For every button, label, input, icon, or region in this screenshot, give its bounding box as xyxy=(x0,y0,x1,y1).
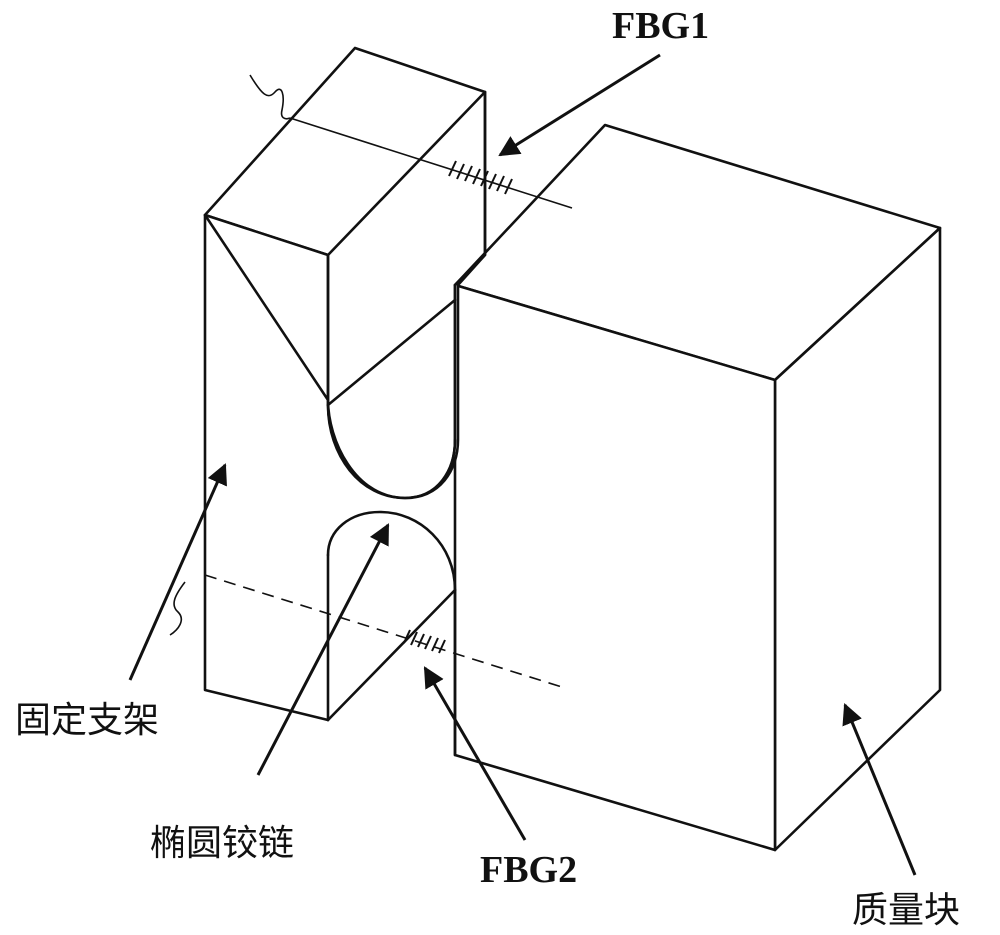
fiber2-lead xyxy=(170,582,185,635)
fixed-bracket-arrow xyxy=(130,465,225,680)
bracket-top-face xyxy=(205,48,485,255)
mass-block-label: 质量块 xyxy=(852,890,960,931)
fbg1-grating xyxy=(449,161,512,194)
fbg2-label: FBG2 xyxy=(480,849,577,891)
upper-notch-edge xyxy=(328,300,455,405)
upper-hinge-curve xyxy=(328,405,455,498)
fbg2-grating xyxy=(404,630,445,653)
lower-notch-edge xyxy=(328,590,455,720)
fbg1-label: FBG1 xyxy=(612,5,709,47)
fixed-bracket-label: 固定支架 xyxy=(15,700,159,741)
elliptical-hinge-label: 椭圆铰链 xyxy=(150,823,294,864)
fiber1-lead xyxy=(250,75,290,119)
mass-block xyxy=(455,125,940,850)
mass-block-front-face xyxy=(455,285,775,850)
elliptical-hinge-arrow xyxy=(258,525,388,775)
lower-hinge-curve xyxy=(328,512,455,590)
